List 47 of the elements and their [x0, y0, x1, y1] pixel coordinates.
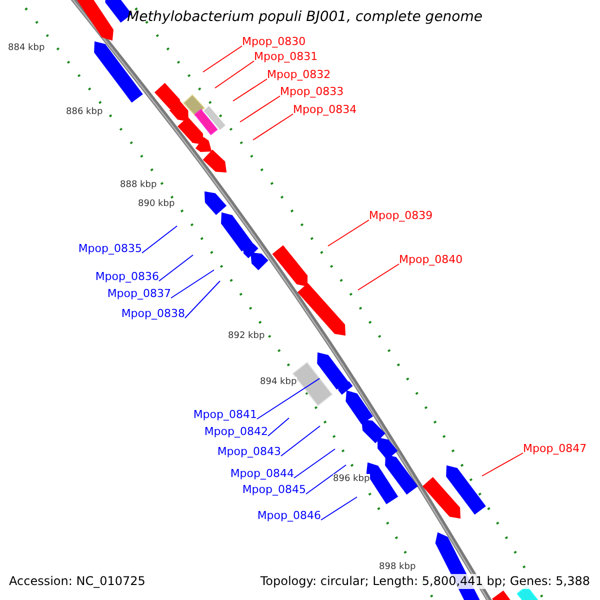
gene-label: Mpop_0830 — [242, 35, 306, 49]
scale-tick-label: 886 kbp — [66, 107, 103, 118]
gene-label: Mpop_0844 — [230, 467, 294, 481]
genome-summary-text: Topology: circular; Length: 5,800,441 bp; Genes: 5,388 — [260, 574, 590, 589]
accession-text: Accession: NC_010725 — [9, 574, 146, 589]
gene-label: Mpop_0831 — [254, 50, 318, 64]
scale-tick-label: 894 kbp — [260, 377, 297, 388]
gene-label: Mpop_0840 — [399, 253, 463, 267]
leader-line — [358, 264, 400, 290]
gene-label: Mpop_0839 — [369, 209, 433, 223]
leader-line — [482, 452, 524, 476]
leader-line — [184, 280, 220, 318]
gene-label: Mpop_0836 — [95, 270, 159, 284]
scale-tick-label: 888 kbp — [120, 180, 157, 191]
leader-line — [256, 378, 320, 420]
leader-line — [280, 426, 320, 456]
chart-title: Methylobacterium populi BJ001, complete genome — [127, 8, 482, 26]
gene-label: Mpop_0845 — [242, 483, 306, 497]
scale-tick-label: 892 kbp — [228, 331, 265, 342]
leader-line — [202, 46, 242, 72]
gene-label: Mpop_0841 — [193, 408, 257, 422]
gene-label: Mpop_0835 — [78, 242, 142, 256]
leader-line — [252, 114, 294, 140]
scale-tick-label: 896 kbp — [333, 474, 370, 485]
gene-label: Mpop_0834 — [293, 103, 357, 117]
gene-label: Mpop_0847 — [523, 442, 587, 456]
gene-label: Mpop_0838 — [121, 307, 185, 321]
leader-line — [158, 254, 194, 282]
leader-line — [306, 464, 346, 494]
gene-label: Mpop_0833 — [280, 85, 344, 99]
leader-line — [320, 496, 358, 520]
leader-line — [232, 78, 268, 102]
leader-line — [214, 60, 254, 88]
gene-label: Mpop_0846 — [257, 509, 321, 523]
leader-line — [328, 220, 370, 246]
gene-label: Mpop_0843 — [217, 445, 281, 459]
leader-line — [142, 226, 178, 254]
leader-line — [240, 96, 280, 122]
leader-line — [268, 418, 290, 436]
scale-tick-label: 890 kbp — [138, 199, 175, 210]
leader-line — [170, 270, 214, 298]
gene-label: Mpop_0837 — [107, 287, 171, 301]
leader-line — [294, 448, 336, 478]
scale-tick-label: 898 kbp — [379, 562, 416, 573]
scale-tick-label: 884 kbp — [8, 43, 45, 54]
gene-label: Mpop_0832 — [267, 68, 331, 82]
gene-label: Mpop_0842 — [204, 425, 268, 439]
